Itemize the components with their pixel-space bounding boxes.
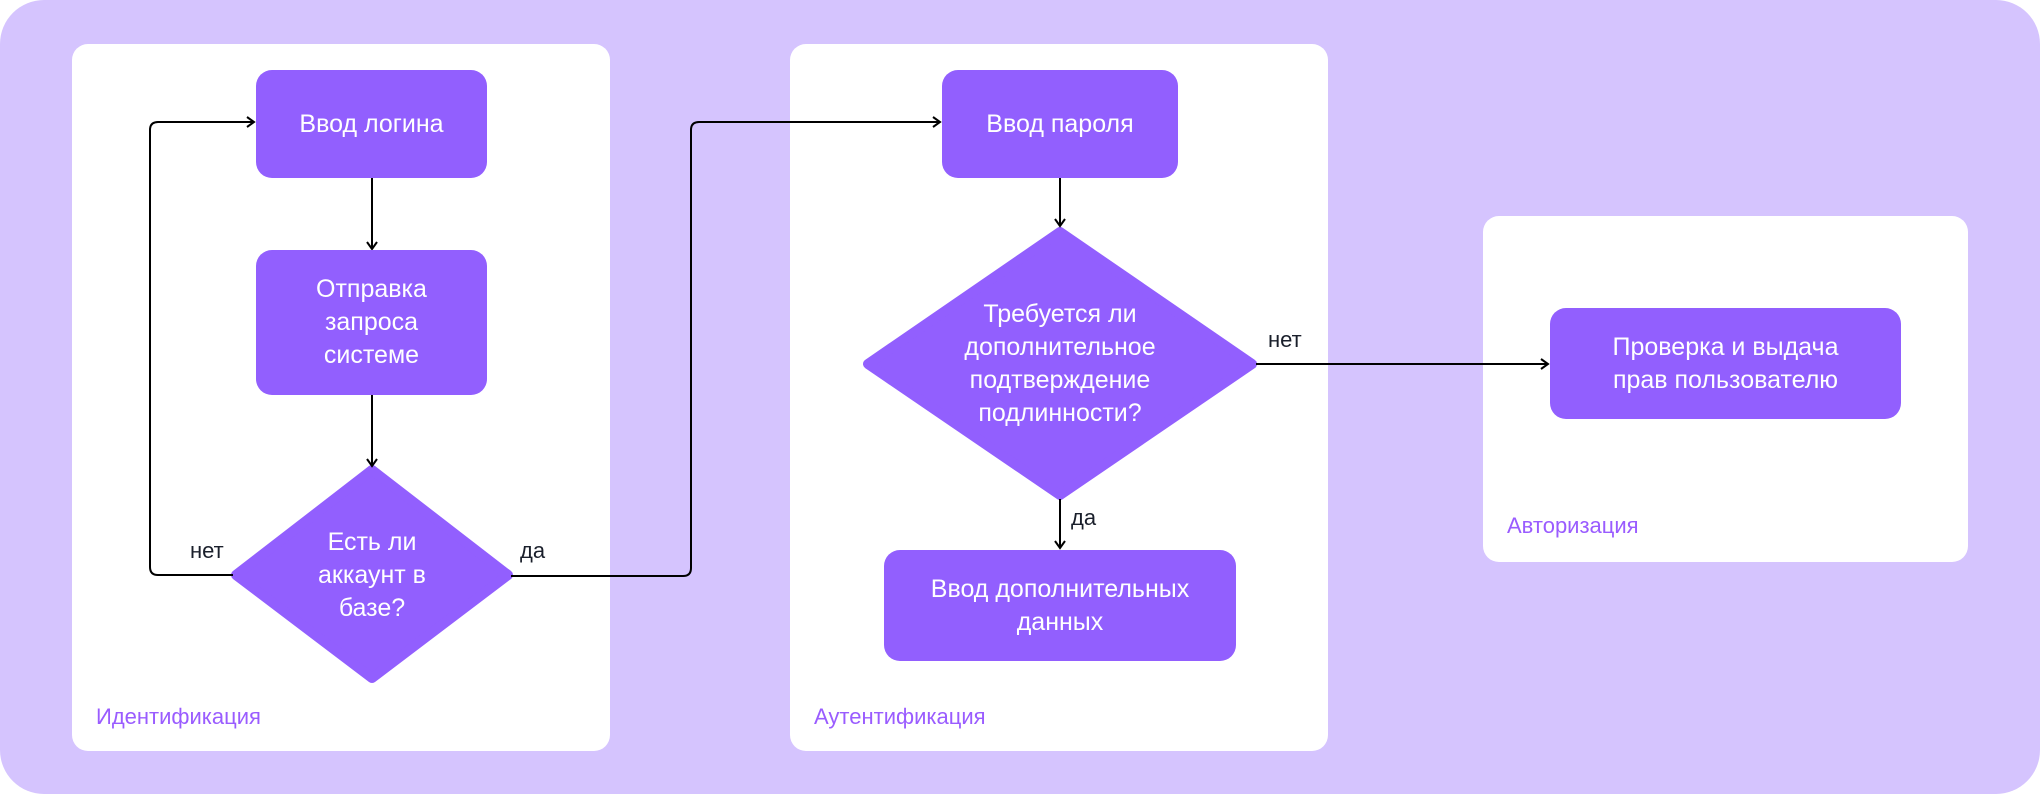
panel-label-authorization: Авторизация [1507, 513, 1639, 538]
node-password-text: Ввод пароля [986, 109, 1134, 138]
node-extra-data-text: Ввод дополнительных данных [930, 574, 1190, 636]
node-login-text: Ввод логина [299, 109, 444, 138]
edge-label-account-yes: да [520, 538, 546, 563]
edge-label-extra-yes: да [1071, 505, 1097, 530]
edge-label-account-no: нет [190, 538, 224, 563]
node-account-exists: Есть ли аккаунт в базе? [292, 515, 452, 635]
panel-label-authentication: Аутентификация [814, 704, 986, 729]
node-password: Ввод пароля [942, 70, 1178, 178]
node-account-exists-text: Есть ли аккаунт в базе? [318, 527, 426, 622]
arrow-yes-to-password [511, 116, 942, 577]
panel-label-identification: Идентификация [96, 704, 261, 729]
node-login: Ввод логина [256, 70, 487, 178]
node-send-request-text: Отправка запроса системе [316, 275, 427, 369]
decision-diamond-account [231, 465, 513, 683]
node-send-request: Отправка запроса системе [256, 250, 487, 395]
node-grant-rights: Проверка и выдача прав пользователю [1550, 308, 1901, 419]
arrow-no-loop [149, 116, 256, 576]
edge-label-extra-no: нет [1268, 327, 1302, 352]
decision-diamond-extra-auth [863, 227, 1257, 500]
node-extra-auth: Требуется ли дополнительное подтверждени… [930, 294, 1190, 434]
node-grant-rights-text: Проверка и выдача прав пользователю [1612, 332, 1839, 394]
node-extra-auth-text: Требуется ли дополнительное подтверждени… [964, 300, 1156, 427]
node-extra-data: Ввод дополнительных данных [884, 550, 1236, 661]
